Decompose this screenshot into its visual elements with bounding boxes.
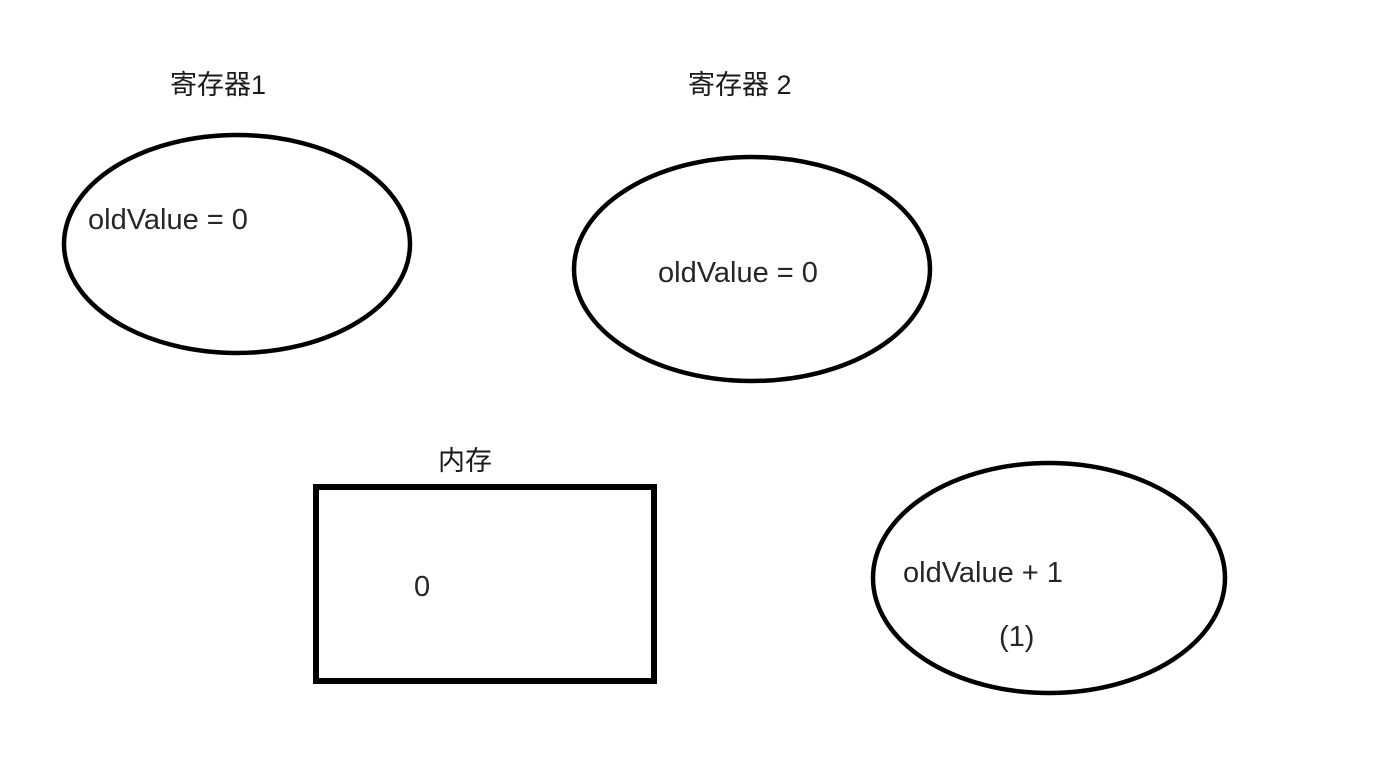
register2-caption: 寄存器 2	[688, 70, 792, 100]
register1-value-text: oldValue = 0	[88, 204, 248, 236]
register1-caption: 寄存器1	[170, 70, 267, 100]
memory-rectangle-outline	[313, 484, 657, 684]
memory-value-text: 0	[414, 571, 431, 603]
register2-value-text: oldValue = 0	[658, 257, 818, 289]
register1-ellipse-outline	[61, 132, 413, 356]
memory-caption: 内存	[438, 446, 492, 476]
computed-value-primary-text: oldValue + 1	[903, 557, 1063, 589]
computed-value-secondary-text: (1)	[999, 621, 1035, 653]
